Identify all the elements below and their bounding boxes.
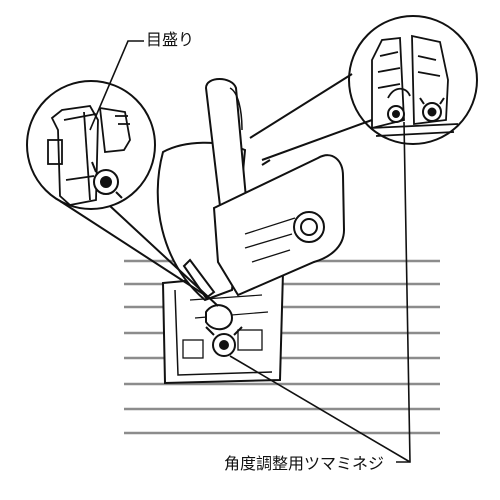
knob-screw-right-a (387, 105, 405, 123)
leader-angle-knob (229, 121, 411, 463)
leader-scale-marks (89, 40, 144, 131)
saw-body (156, 78, 346, 302)
angle-adjust-knob-main (205, 304, 243, 357)
zoom-circle-right (348, 15, 478, 145)
knob-screw-right-b (419, 97, 445, 122)
zoom-connectors (59, 73, 373, 307)
knob-screw-left (91, 161, 123, 199)
label-scale-marks: 目盛り (146, 30, 195, 49)
zoom-circle-left (26, 80, 156, 210)
label-angle-adjust-knob-screw: 角度調整用ツマミネジ (224, 454, 385, 473)
board-lines (124, 259, 440, 435)
